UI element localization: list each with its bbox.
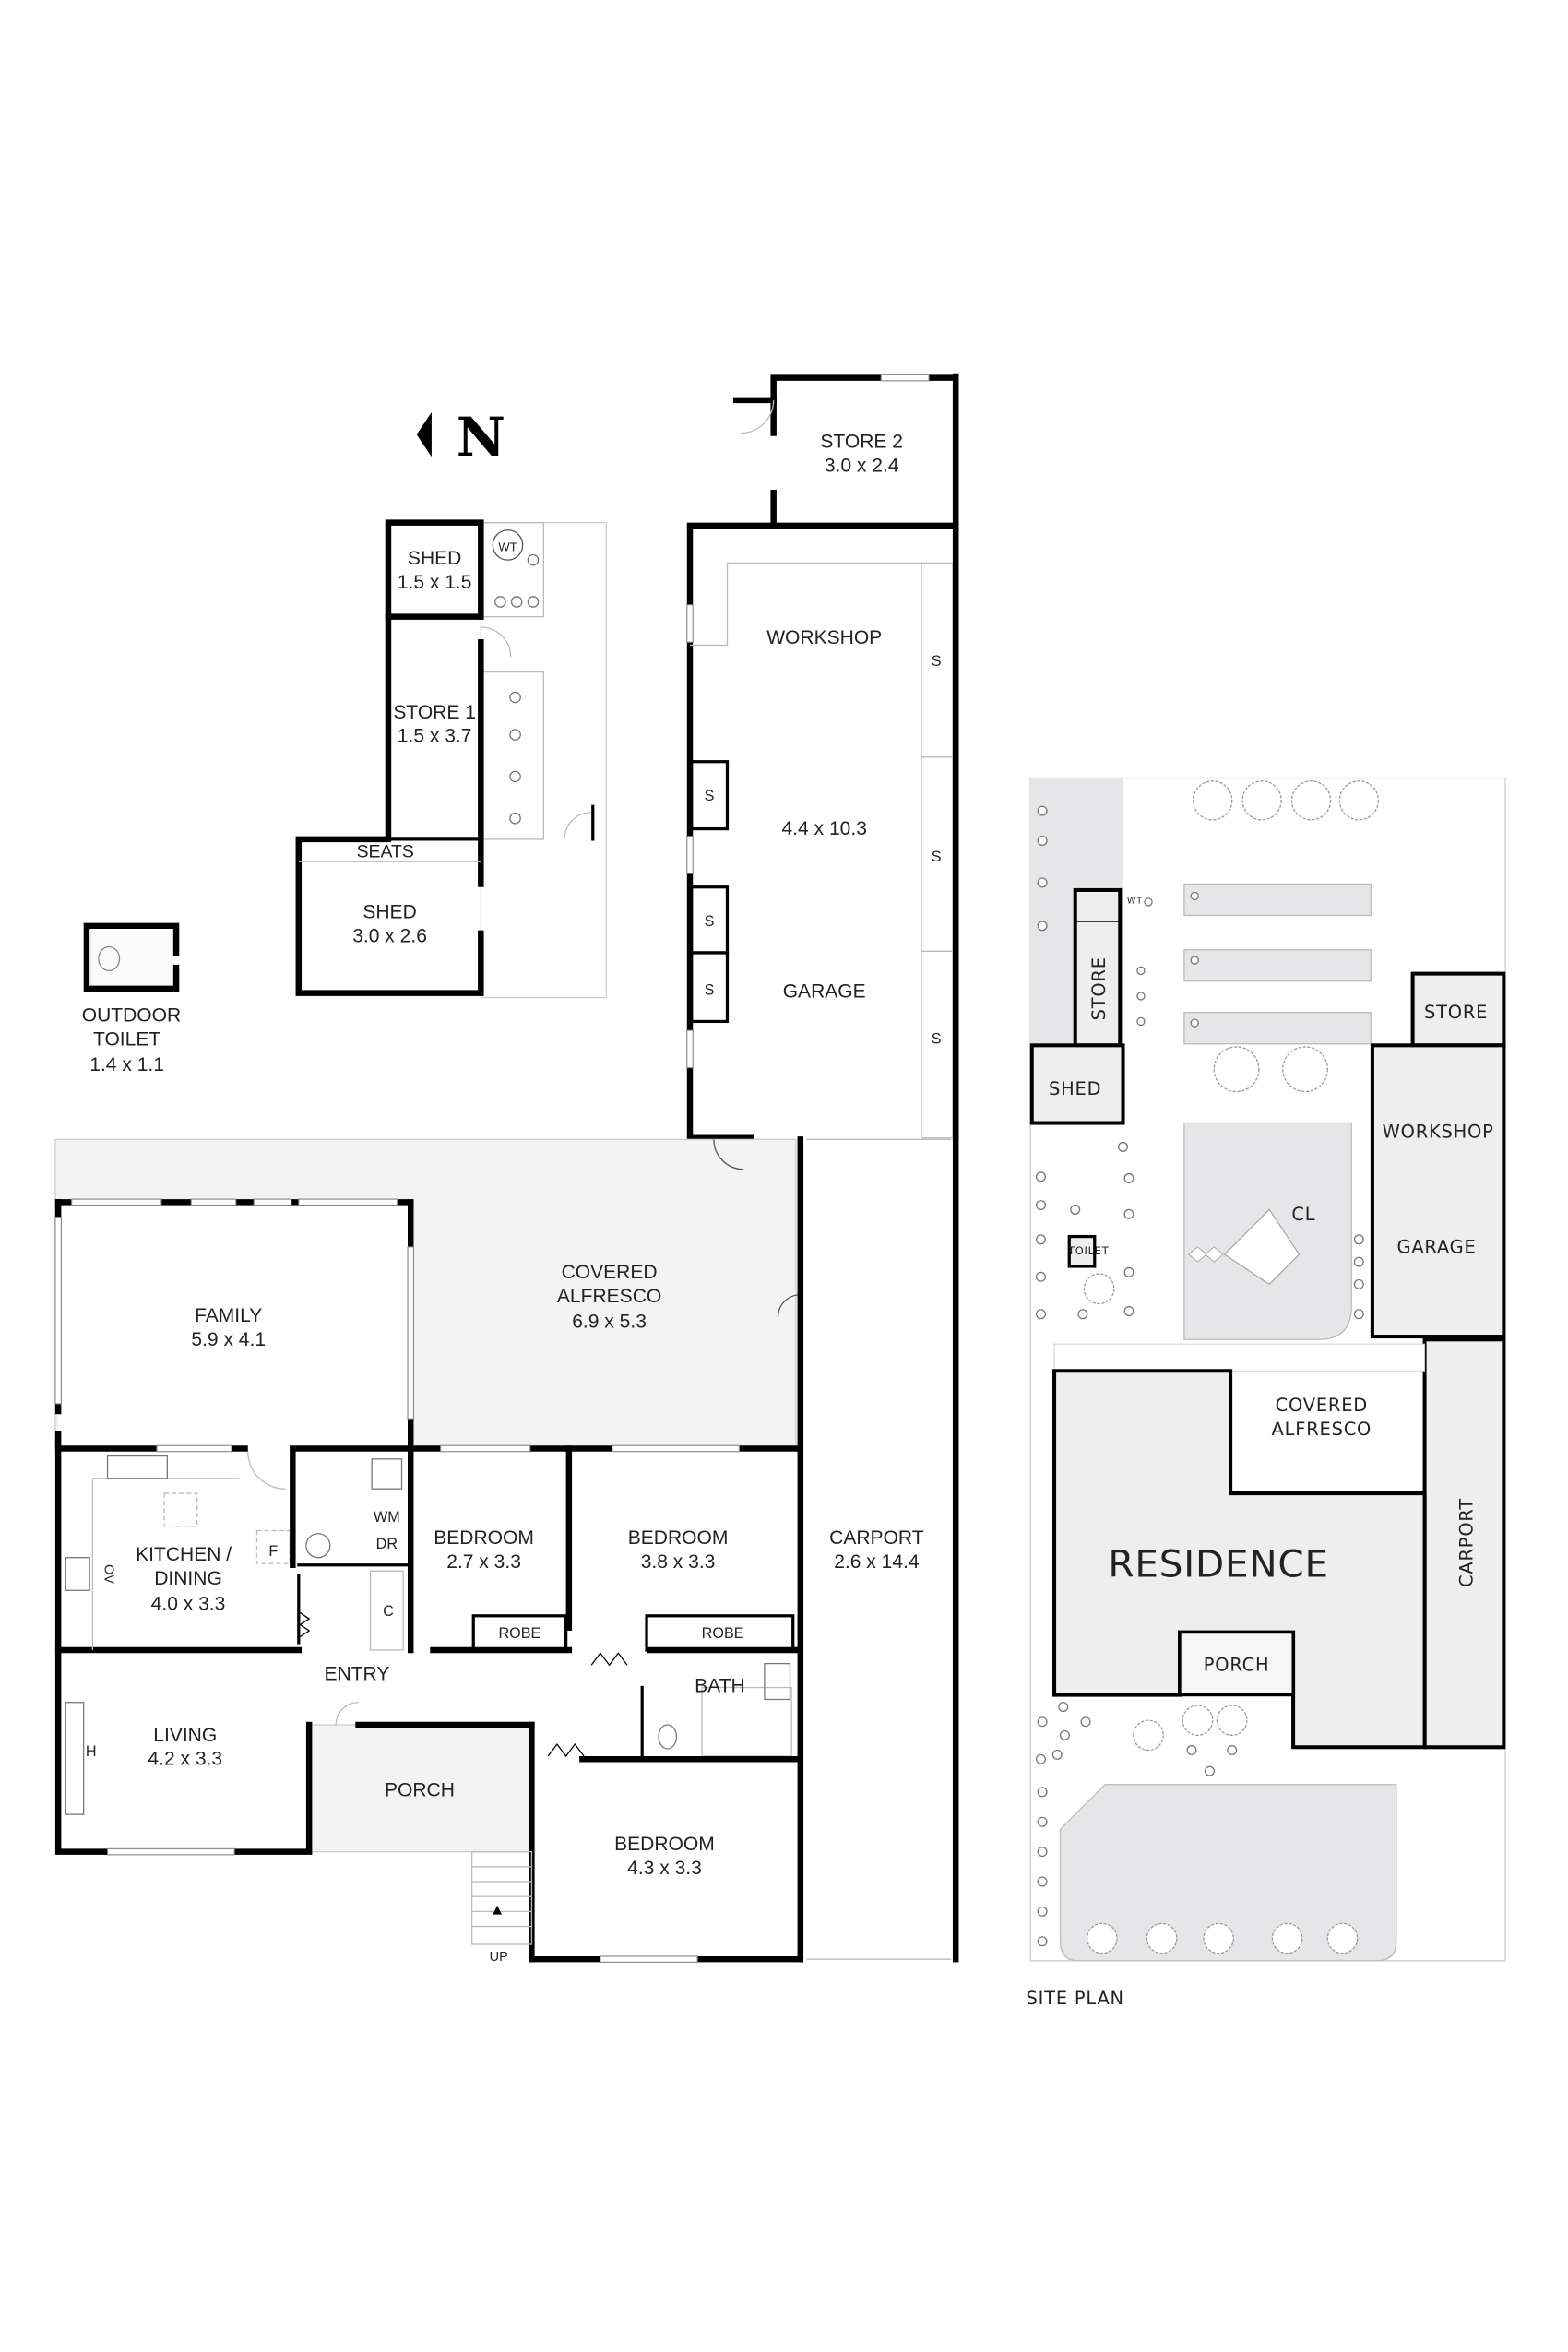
storage-label: S [932, 849, 942, 865]
cooktop-icon [65, 1557, 90, 1591]
family-label: FAMILY [195, 1305, 262, 1326]
water-tank-label: WT [498, 540, 517, 553]
living-dims: 4.2 x 3.3 [148, 1749, 222, 1770]
robe-label: ROBE [498, 1625, 540, 1642]
stairs: UP [470, 1850, 533, 1965]
site-alfresco-label: COVERED [1276, 1395, 1368, 1416]
shed-small-label: SHED [408, 548, 461, 569]
toilet-icon [98, 945, 121, 972]
site-porch-label: PORCH [1204, 1655, 1270, 1676]
bedroom1-label: BEDROOM [434, 1527, 534, 1549]
bedroom3-dims: 4.3 x 3.3 [627, 1858, 702, 1879]
kitchen-label: KITCHEN / [136, 1544, 232, 1565]
shed-large-label: SHED [362, 902, 416, 923]
site-plan: STORE SHED WT TOILET CL STORE WORKSHOP G… [1027, 777, 1506, 2009]
site-shed-label: SHED [1049, 1078, 1101, 1099]
up-arrow-icon [493, 1905, 502, 1915]
garage-label: GARAGE [783, 981, 866, 1003]
workshop-label: WORKSHOP [766, 627, 882, 648]
storage-label: S [705, 788, 715, 804]
storage-label: S [932, 1031, 942, 1048]
porch-label: PORCH [385, 1780, 455, 1801]
site-wt-label: WT [1127, 897, 1143, 907]
basin-icon [764, 1662, 791, 1701]
storage-label: S [705, 981, 715, 998]
store1-dims: 1.5 x 3.7 [398, 726, 472, 747]
bedroom2-label: BEDROOM [628, 1527, 729, 1549]
shrub-icons [494, 553, 540, 825]
dryer-label: DR [376, 1536, 398, 1552]
entry-label: ENTRY [324, 1663, 389, 1684]
outdoor-toilet-label-2: TOILET [93, 1028, 160, 1050]
bedroom1-dims: 2.7 x 3.3 [446, 1551, 521, 1573]
shrub-icons [1035, 805, 1364, 1947]
fireplace-icon [65, 1702, 85, 1815]
family-dims: 5.9 x 4.1 [191, 1329, 266, 1350]
kitchen-label-2: DINING [154, 1568, 222, 1589]
cupboard-label: C [383, 1603, 394, 1620]
site-plan-title: SITE PLAN [1027, 1988, 1124, 2009]
seats-label: SEATS [357, 841, 414, 861]
north-arrow-icon [416, 411, 432, 457]
north-label: N [457, 405, 505, 469]
living-label: LIVING [153, 1725, 217, 1746]
alfresco-label: COVERED [562, 1262, 658, 1283]
outdoor-toilet-dims: 1.4 x 1.1 [89, 1054, 164, 1075]
store2-dims: 3.0 x 2.4 [825, 456, 899, 477]
carport-label: CARPORT [829, 1527, 924, 1549]
site-residence-label: RESIDENCE [1108, 1542, 1328, 1586]
residence-floor-plan: F OV KITCHEN / DINING 4.0 x 3.3 WM DR C … [54, 373, 959, 1965]
alfresco-label-2: ALFRESCO [557, 1286, 661, 1307]
garage-dims: 4.4 x 10.3 [782, 818, 867, 839]
store2-label: STORE 2 [820, 432, 903, 453]
robe-label: ROBE [702, 1625, 744, 1642]
clothesline-icon [1223, 1208, 1301, 1286]
shed-large-dims: 3.0 x 2.6 [352, 926, 427, 947]
north-arrow: N [416, 405, 505, 469]
carport-dims: 2.6 x 14.4 [834, 1551, 920, 1573]
site-store-right-label: STORE [1424, 1002, 1488, 1023]
kitchen-dims: 4.0 x 3.3 [151, 1593, 226, 1614]
tree-icons [1083, 780, 1380, 1954]
alfresco-dims: 6.9 x 5.3 [572, 1311, 647, 1332]
bedroom3-label: BEDROOM [614, 1834, 715, 1855]
up-label: UP [490, 1950, 508, 1965]
toilet-icon [658, 1724, 678, 1750]
site-carport-label: CARPORT [1455, 1498, 1477, 1587]
shed-cluster: WT SHED 1.5 x 1.5 STORE 1 1.5 x 3.7 SEAT… [295, 519, 607, 999]
bath-label: BATH [695, 1675, 745, 1696]
heater-label: H [86, 1743, 97, 1760]
store2: STORE 2 3.0 x 2.4 [732, 374, 959, 529]
fridge-label: F [268, 1543, 278, 1560]
shed-small-dims: 1.5 x 1.5 [398, 572, 472, 593]
outdoor-toilet-label: OUTDOOR [82, 1004, 182, 1026]
site-workshop-label: WORKSHOP [1383, 1122, 1494, 1143]
outdoor-toilet: OUTDOOR TOILET 1.4 x 1.1 [82, 922, 182, 1075]
site-store-label: STORE [1088, 956, 1110, 1020]
storage-label: S [705, 913, 715, 930]
site-residence [1052, 1369, 1427, 1750]
site-alfresco-label-2: ALFRESCO [1272, 1419, 1372, 1440]
washing-machine-label: WM [374, 1509, 400, 1526]
oven-label: OV [101, 1564, 115, 1584]
bedroom2-dims: 3.8 x 3.3 [641, 1551, 716, 1573]
garage: WORKSHOP 4.4 x 10.3 GARAGE S S S S S S [686, 522, 959, 1141]
site-clothesline-label: CL [1291, 1204, 1315, 1225]
site-garage-label: GARAGE [1396, 1236, 1476, 1257]
store1-label: STORE 1 [393, 702, 476, 723]
site-toilet-label: TOILET [1067, 1244, 1109, 1257]
storage-label: S [932, 653, 942, 670]
